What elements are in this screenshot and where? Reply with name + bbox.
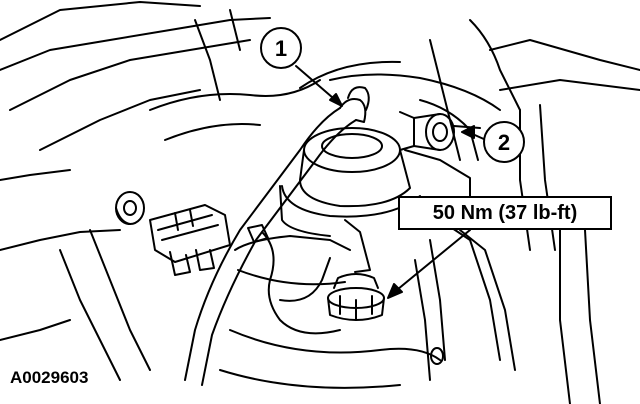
arrowhead-3 — [387, 283, 403, 299]
figure-id: A0029603 — [10, 368, 89, 387]
callout-1: 1 — [260, 27, 302, 69]
callout-2-number: 2 — [498, 130, 510, 155]
right-body-structure — [414, 19, 640, 404]
callout-2: 2 — [483, 121, 525, 163]
valve-housing — [279, 60, 501, 237]
lower-structure — [0, 319, 441, 389]
torque-spec-label: 50 Nm (37 lb-ft) — [398, 196, 612, 230]
mounting-nut — [327, 273, 385, 321]
leader-lines — [295, 65, 487, 295]
torque-spec-text: 50 Nm (37 lb-ft) — [432, 201, 578, 224]
mounting-bracket — [234, 219, 371, 335]
callout-1-number: 1 — [275, 36, 287, 61]
arrowhead-2 — [461, 125, 475, 139]
electrical-connector — [149, 204, 231, 276]
vacuum-hose — [184, 86, 370, 386]
arrowhead-1 — [329, 93, 343, 107]
left-bolt — [115, 191, 145, 225]
left-body-panel — [0, 1, 321, 381]
